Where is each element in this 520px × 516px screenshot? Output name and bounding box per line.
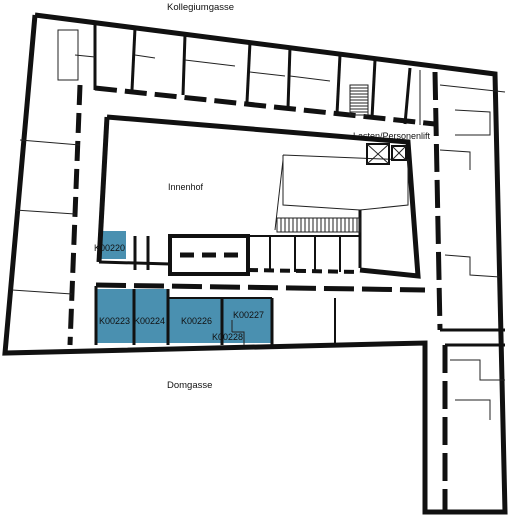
room-k00224-fill[interactable] <box>134 289 168 343</box>
inner-block <box>98 234 361 276</box>
south-wing <box>94 282 426 345</box>
room-label-k00226: K00226 <box>181 316 212 326</box>
courtyard-label: Innenhof <box>168 182 204 192</box>
room-label-k00224: K00224 <box>134 316 165 326</box>
courtyard-stairs <box>276 217 361 233</box>
room-k00226-fill[interactable] <box>169 298 222 343</box>
room-k00220-fill[interactable] <box>101 231 126 259</box>
outer-walls <box>2 12 508 515</box>
west-wing <box>11 84 83 346</box>
room-k00223-fill[interactable] <box>96 289 133 343</box>
room-label-k00220: K00220 <box>94 243 125 253</box>
north-stairs <box>349 84 369 116</box>
room-k00227-fill[interactable] <box>223 298 272 343</box>
highlighted-rooms <box>96 231 272 343</box>
room-label-k00228: K00228 <box>212 332 243 342</box>
street-label-north: Kollegiumgasse <box>167 2 234 13</box>
room-label-k00223: K00223 <box>99 316 130 326</box>
street-label-south: Domgasse <box>167 380 212 391</box>
north-wing-corridor <box>57 22 436 127</box>
room-label-k00227: K00227 <box>233 310 264 320</box>
east-wing <box>419 70 506 510</box>
elevator-shafts <box>366 143 407 165</box>
elevator-label: Lasten/Personenlift <box>353 131 431 141</box>
map-labels: Kollegiumgasse Domgasse Innenhof Lasten/… <box>94 2 431 391</box>
